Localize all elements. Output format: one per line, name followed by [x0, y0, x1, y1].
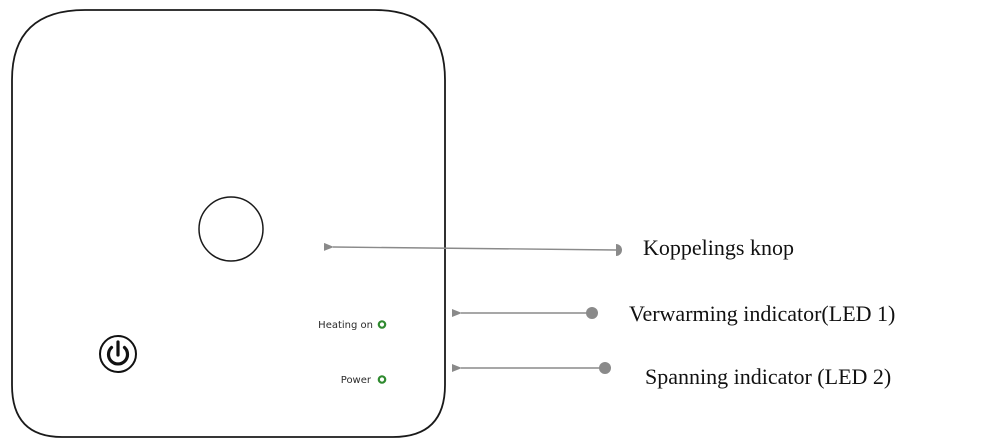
callout-label: Spanning indicator (LED 2)	[645, 364, 891, 389]
callout-label: Koppelings knop	[643, 235, 794, 260]
leader-dot	[586, 307, 598, 319]
callout-pairing-button: Koppelings knop	[323, 235, 794, 260]
power-label: Power	[341, 375, 372, 386]
power-icon[interactable]	[99, 335, 137, 373]
leader-dot	[616, 244, 622, 256]
leader-line	[323, 242, 617, 251]
leader-dot	[599, 362, 611, 374]
heating-on-label: Heating on	[318, 320, 373, 331]
callout-power-led: Spanning indicator (LED 2)	[452, 362, 891, 389]
callout-heating-led: Verwarming indicator(LED 1)	[452, 301, 895, 326]
heating-led-icon	[377, 320, 387, 329]
power-led-icon	[377, 375, 387, 384]
callout-label: Verwarming indicator(LED 1)	[629, 301, 895, 326]
pairing-button[interactable]	[198, 196, 264, 262]
